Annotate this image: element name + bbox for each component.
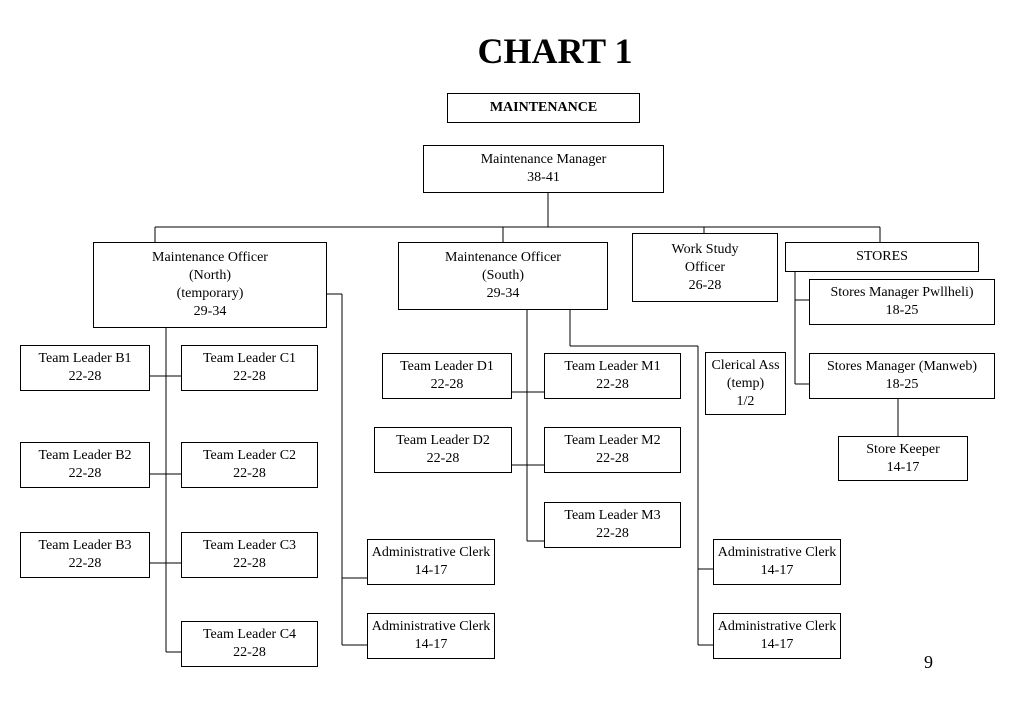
work-study-line2: Officer: [684, 260, 726, 275]
store-keeper-role: Store Keeper: [866, 441, 940, 457]
maintenance-manager-box: Maintenance Manager 38-41: [423, 145, 664, 193]
stores-box: STORES: [785, 242, 979, 272]
team-leader-grade: 22-28: [596, 526, 629, 541]
clerical-assistant-box: Clerical Ass (temp) 1/2: [705, 352, 786, 415]
stores-manager-pwllheli-role: Stores Manager Pwllheli): [830, 285, 974, 300]
team-leader-grade: 22-28: [596, 377, 629, 392]
officer-north-grade: 29-34: [193, 304, 227, 319]
team-leader-role: Team Leader M3: [564, 508, 661, 523]
page-number: 9: [924, 652, 933, 672]
team-leader-grade: 22-28: [233, 645, 266, 660]
admin-clerk-grade: 14-17: [760, 637, 794, 652]
team-leader-grade: 22-28: [233, 466, 266, 481]
team-leader-c3-box: Team Leader C3 22-28: [181, 532, 318, 578]
team-leader-role: Team Leader B1: [38, 351, 132, 366]
stores-manager-pwllheli-box: Stores Manager Pwllheli) 18-25: [809, 279, 995, 325]
admin-clerk-role: Administrative Clerk: [371, 619, 491, 634]
team-leader-role: Team Leader B3: [38, 538, 132, 553]
officer-north-note: (temporary): [176, 286, 244, 301]
team-leader-role: Team Leader C3: [202, 538, 297, 553]
team-leader-b3-box: Team Leader B3 22-28: [20, 532, 150, 578]
clerical-grade: 1/2: [736, 393, 755, 409]
page-title: CHART 1: [477, 31, 633, 71]
work-study-line1: Work Study: [671, 242, 739, 257]
department-box: MAINTENANCE: [447, 93, 640, 123]
stores-manager-manweb-grade: 18-25: [885, 377, 919, 392]
stores-manager-manweb-role: Stores Manager (Manweb): [826, 359, 978, 374]
team-leader-grade: 22-28: [68, 369, 102, 384]
maintenance-officer-south-box: Maintenance Officer (South) 29-34: [398, 242, 608, 310]
admin-clerk-grade: 14-17: [414, 563, 448, 578]
team-leader-c1-box: Team Leader C1 22-28: [181, 345, 318, 391]
maintenance-officer-north-box: Maintenance Officer (North) (temporary) …: [93, 242, 327, 328]
maintenance-manager-role: Maintenance Manager: [480, 152, 607, 167]
team-leader-grade: 22-28: [68, 556, 102, 571]
admin-clerk-grade: 14-17: [760, 563, 794, 578]
clerical-note: (temp): [726, 375, 765, 391]
work-study-officer-box: Work Study Officer 26-28: [632, 233, 778, 302]
team-leader-role: Team Leader C1: [202, 351, 297, 366]
team-leader-role: Team Leader C2: [202, 448, 297, 463]
stores-label: STORES: [856, 249, 908, 264]
team-leader-grade: 22-28: [426, 451, 460, 466]
officer-south-grade: 29-34: [486, 286, 520, 301]
team-leader-role: Team Leader C4: [202, 627, 297, 642]
team-leader-d1-box: Team Leader D1 22-28: [382, 353, 512, 399]
team-leader-m3-box: Team Leader M3 22-28: [544, 502, 681, 548]
team-leader-role: Team Leader D2: [396, 433, 490, 448]
team-leader-role: Team Leader M1: [564, 359, 661, 374]
team-leader-b1-box: Team Leader B1 22-28: [20, 345, 150, 391]
team-leader-grade: 22-28: [233, 369, 266, 384]
officer-north-role: Maintenance Officer: [152, 250, 268, 265]
team-leader-b2-box: Team Leader B2 22-28: [20, 442, 150, 488]
officer-south-area: (South): [482, 268, 524, 283]
admin-clerk-role: Administrative Clerk: [717, 545, 837, 560]
team-leader-d2-box: Team Leader D2 22-28: [374, 427, 512, 473]
work-study-grade: 26-28: [688, 278, 722, 293]
admin-clerk-role: Administrative Clerk: [371, 545, 491, 560]
admin-clerk-north-1-box: Administrative Clerk 14-17: [367, 539, 495, 585]
team-leader-grade: 22-28: [596, 451, 629, 466]
team-leader-grade: 22-28: [430, 377, 464, 392]
team-leader-grade: 22-28: [233, 556, 266, 571]
team-leader-role: Team Leader B2: [38, 448, 132, 463]
team-leader-m2-box: Team Leader M2 22-28: [544, 427, 681, 473]
stores-manager-manweb-box: Stores Manager (Manweb) 18-25: [809, 353, 995, 399]
department-label: MAINTENANCE: [489, 100, 598, 115]
maintenance-manager-grade: 38-41: [527, 170, 560, 185]
team-leader-c4-box: Team Leader C4 22-28: [181, 621, 318, 667]
team-leader-c2-box: Team Leader C2 22-28: [181, 442, 318, 488]
team-leader-m1-box: Team Leader M1 22-28: [544, 353, 681, 399]
officer-south-role: Maintenance Officer: [445, 250, 561, 265]
officer-north-area: (North): [189, 268, 231, 283]
team-leader-role: Team Leader D1: [400, 359, 494, 374]
admin-clerk-south-2-box: Administrative Clerk 14-17: [713, 613, 841, 659]
stores-manager-pwllheli-grade: 18-25: [885, 303, 919, 318]
store-keeper-grade: 14-17: [886, 459, 920, 475]
admin-clerk-grade: 14-17: [414, 637, 448, 652]
admin-clerk-south-1-box: Administrative Clerk 14-17: [713, 539, 841, 585]
store-keeper-box: Store Keeper 14-17: [838, 436, 968, 481]
clerical-role: Clerical Ass: [711, 357, 780, 373]
admin-clerk-role: Administrative Clerk: [717, 619, 837, 634]
team-leader-grade: 22-28: [68, 466, 102, 481]
admin-clerk-north-2-box: Administrative Clerk 14-17: [367, 613, 495, 659]
team-leader-role: Team Leader M2: [564, 433, 661, 448]
